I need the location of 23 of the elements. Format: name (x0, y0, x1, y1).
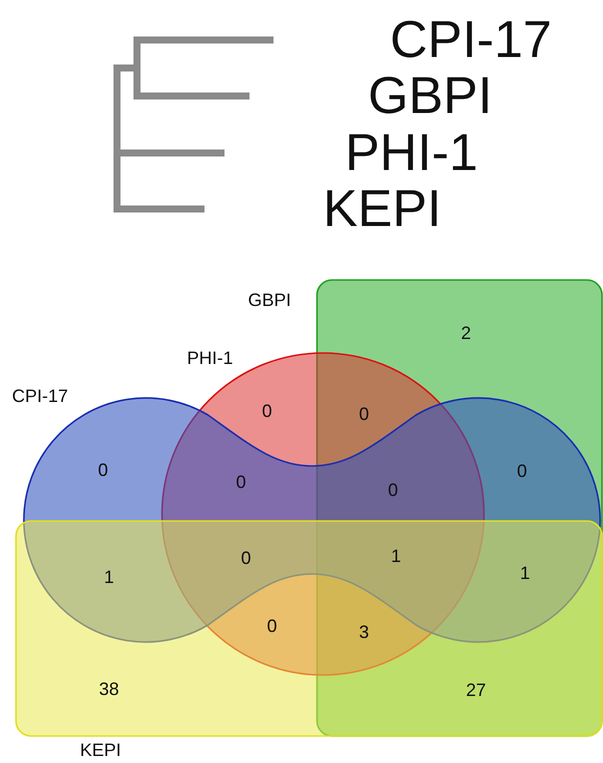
leaf-label: KEPI (323, 183, 442, 235)
region-count: 0 (388, 481, 398, 499)
region-count: 38 (98, 680, 120, 698)
region-count: 0 (236, 473, 246, 491)
region-count: 3 (359, 623, 369, 641)
set-label: GBPI (248, 291, 292, 309)
set-label: KEPI (80, 741, 122, 759)
set-label: PHI-1 (187, 349, 234, 367)
region-count: 1 (520, 564, 530, 582)
region-count: 0 (359, 405, 369, 423)
leaf-label: GBPI (368, 70, 492, 122)
region-count: 2 (461, 324, 471, 342)
region-count: 1 (391, 547, 401, 565)
leaf-label: PHI-1 (345, 127, 478, 179)
region-count: 0 (517, 462, 527, 480)
region-count: 0 (262, 402, 272, 420)
leaf-label: CPI-17 (390, 14, 552, 66)
region-count: 0 (267, 617, 277, 635)
set-label: CPI-17 (12, 387, 68, 405)
region-count: 0 (98, 461, 108, 479)
region-count: 27 (466, 681, 486, 699)
region-count: 0 (241, 549, 251, 567)
region-count: 1 (104, 568, 114, 586)
